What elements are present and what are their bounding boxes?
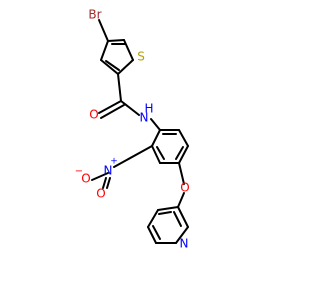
bromine-atom-label: Br: [88, 8, 101, 22]
nitro-nitrogen-label: N: [104, 164, 113, 178]
amide-hydrogen-label: H: [144, 102, 153, 116]
ether-oxygen-label: O: [180, 181, 189, 195]
thiophene-ring: [100, 39, 134, 75]
br-bond: [98, 19, 109, 42]
nitro-oxygen-minus: −: [75, 166, 83, 177]
carbonyl-oxygen-label: O: [89, 108, 98, 122]
nitro-group: [91, 145, 153, 189]
nitro-oxygen-top-label: O: [81, 172, 90, 186]
chemical-structure-diagram: Br S O N H N + O − O O N: [75, 8, 190, 251]
aryl-ether: [177, 162, 185, 208]
amide-group: [98, 73, 161, 131]
pyridine-ring: [147, 206, 189, 244]
pyridine-nitrogen-label: N: [180, 237, 189, 251]
benzene-ring: [151, 129, 189, 164]
nitro-plus-charge: +: [110, 157, 118, 167]
sulfur-atom-label: S: [137, 50, 145, 64]
nitro-oxygen-bottom-label: O: [96, 187, 105, 201]
amide-nitrogen-label: N: [140, 111, 149, 125]
